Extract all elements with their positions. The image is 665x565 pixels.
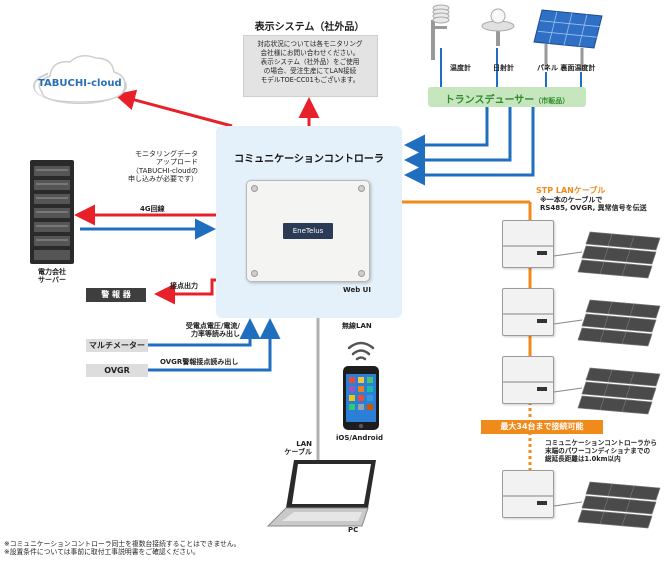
transducer-arrow-3 — [404, 107, 535, 186]
transducer-label: トランスデューサー（市販品） — [444, 95, 570, 106]
thermometer-icon — [431, 4, 450, 60]
sensor-sun-label: 日射計 — [493, 64, 514, 72]
cloud-label: TABUCHI-cloud — [38, 78, 122, 89]
alarm-box: 警 報 器 — [86, 288, 146, 302]
stp-title: STP LANケーブル — [536, 186, 606, 195]
display-system-box — [243, 35, 378, 97]
cloud-icon — [33, 54, 127, 104]
power-conditioner — [502, 220, 554, 268]
ovgr-arrow — [148, 318, 281, 372]
footnote-1: ※コミュニケーションコントローラ同士を複数台接続することはできません。 — [4, 540, 241, 548]
transducer-arrow-2 — [404, 107, 512, 171]
server-icon — [30, 160, 74, 264]
ios-android-label: iOS/Android — [336, 434, 384, 442]
transducer-bar — [428, 87, 586, 107]
distance-note: コミュニケーションコントローラから 末端のパワーコンディショナまでの 総延長距離… — [545, 439, 657, 463]
pc-label: PC — [348, 526, 359, 534]
pyranometer-icon — [481, 8, 515, 46]
alarm-arrow — [154, 278, 216, 305]
webui-label: Web UI — [343, 286, 371, 294]
solar-panel-icon — [533, 9, 603, 70]
upload-arrow — [114, 89, 233, 128]
ovgr-box: OVGR — [86, 364, 148, 377]
multimeter-box: マルチメーター — [86, 339, 148, 352]
controller-device: EneTelus — [246, 180, 370, 282]
line-4g-label: 4G回線 — [140, 205, 165, 213]
power-conditioner — [502, 356, 554, 404]
display-system-title: 表示システム（社外品） — [254, 22, 365, 33]
max-units-banner: 最大34台まで接続可能 — [481, 420, 603, 434]
power-conditioner — [502, 288, 554, 336]
smartphone-icon — [343, 366, 379, 430]
upload-note: モニタリングデータ アップロード （TABUCHI-cloudの 申し込みが必要… — [128, 150, 198, 184]
multimeter-label: 受電点電圧/電流/ 力率等読み出し — [185, 322, 240, 339]
lan-cable-label: LAN ケーブル — [284, 440, 312, 457]
wireless-lan-label: 無線LAN — [342, 322, 372, 330]
server-label: 電力会社 サーバー — [38, 268, 66, 285]
stp-note: ※一本のケーブルで RS485, OVGR, 異常信号を伝送 — [540, 196, 647, 213]
footnote-2: ※設置条件については事前に取付工事説明書をご確認ください。 — [4, 548, 200, 557]
power-conditioner — [502, 470, 554, 518]
display-system-note: 対応状況については各モニタリング 会社様にお問い合わせください。 表示システム（… — [257, 40, 363, 84]
ovgr-label: OVGR警報接点読み出し — [160, 358, 239, 366]
alarm-label: 接点出力 — [170, 282, 198, 290]
transducer-arrow-1 — [404, 107, 489, 156]
footnotes: ※コミュニケーションコントローラ同士を複数台接続することはできません。 ※設置条… — [4, 540, 334, 556]
controller-title: コミュニケーションコントローラ — [234, 154, 384, 165]
sensor-panel-label: パネル 裏面温度計 — [537, 64, 596, 72]
controller-brand: EneTelus — [283, 223, 333, 239]
sensor-temp-label: 温度計 — [450, 64, 471, 72]
multimeter-arrow — [148, 318, 261, 347]
laptop-icon — [266, 460, 376, 527]
solar-arrays — [553, 231, 661, 529]
